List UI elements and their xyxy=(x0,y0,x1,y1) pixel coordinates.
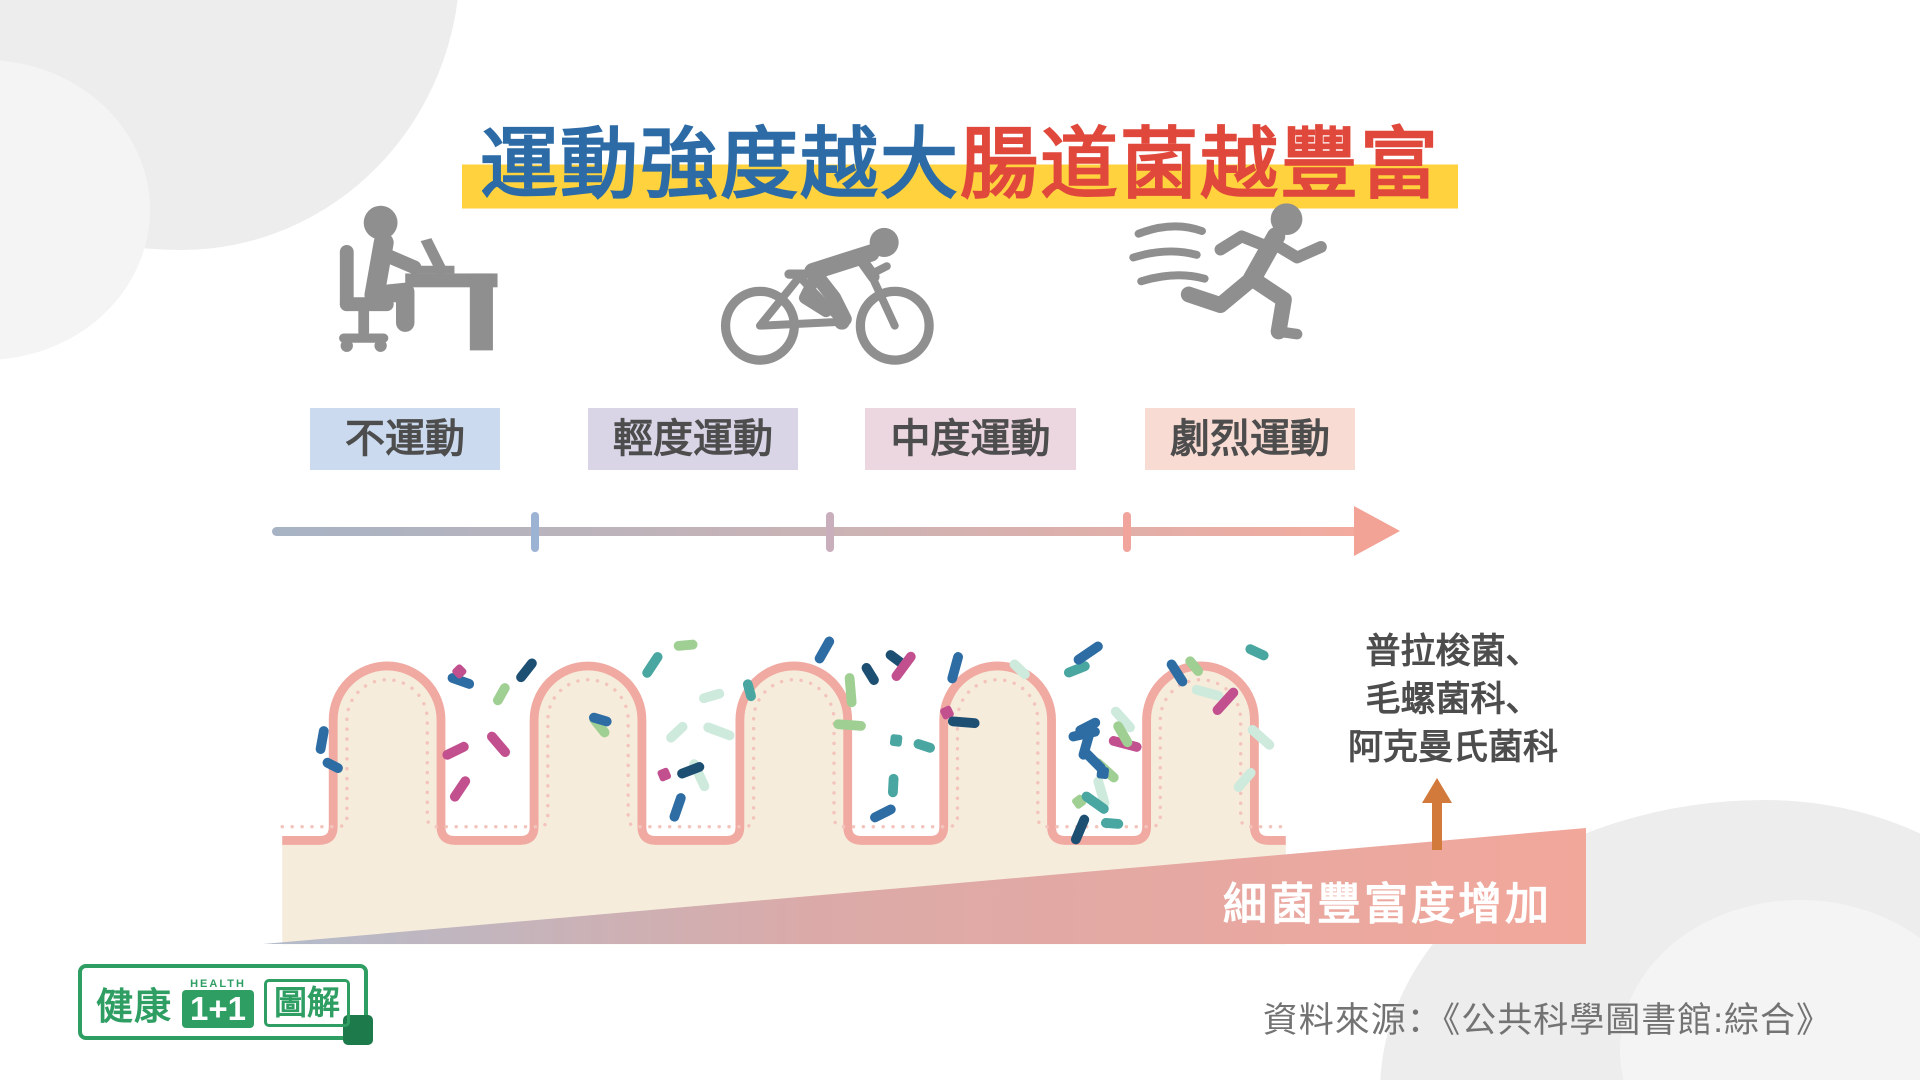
bacterium xyxy=(870,804,896,823)
bacterium xyxy=(666,721,688,743)
bacterium xyxy=(703,722,735,741)
bacterium xyxy=(1247,725,1275,750)
bacterium xyxy=(442,741,469,760)
bacterium xyxy=(315,726,329,755)
bacterium xyxy=(889,734,903,747)
bacterium xyxy=(669,793,686,822)
cyclist-icon xyxy=(712,216,944,373)
bacterium xyxy=(861,663,879,686)
bacterium xyxy=(814,636,835,664)
bacterium xyxy=(1093,776,1110,808)
intensity-axis-arrowhead-icon xyxy=(1354,506,1400,556)
bacterium xyxy=(1233,767,1256,792)
bacteria-species-note: 普拉梭菌、 毛螺菌科、 阿克曼氏菌科 xyxy=(1286,628,1620,772)
bacterium xyxy=(1245,644,1269,661)
bacterium xyxy=(698,688,725,704)
bacterium xyxy=(833,719,866,731)
bacterium xyxy=(452,664,467,679)
page-title: 運動強度越大腸道菌越豐富 xyxy=(0,102,1920,215)
bacterium xyxy=(1166,659,1188,687)
up-arrow-icon xyxy=(1422,778,1452,803)
bacterium xyxy=(492,683,510,706)
runner-icon xyxy=(1128,196,1346,361)
bacterium xyxy=(1063,661,1090,678)
up-arrow-shaft xyxy=(1432,800,1442,850)
title-red-part: 腸道菌越豐富 xyxy=(960,120,1441,209)
bacterium xyxy=(449,776,471,802)
bacterium xyxy=(1212,687,1239,715)
bacterium xyxy=(940,705,954,720)
bacteria-species-line-2: 毛螺菌科、 xyxy=(1365,680,1541,719)
bacterium xyxy=(1185,656,1204,676)
bacterium xyxy=(588,712,612,727)
axis-tick-1 xyxy=(531,512,539,552)
title-blue-part: 運動強度越大 xyxy=(479,120,960,209)
bacterium xyxy=(1110,706,1135,733)
logo-text-jiankang: 健康 xyxy=(96,986,172,1027)
villi-body xyxy=(282,665,1286,945)
bacteria-species-line-3: 阿克曼氏菌科 xyxy=(1347,728,1558,767)
level-label-vigorous-exercise: 劇烈運動 xyxy=(1145,408,1355,470)
source-text: 資料來源：《公共科學圖書館:綜合》 xyxy=(1262,1001,1832,1040)
bacterium xyxy=(447,673,475,689)
bacteria-species-line-1: 普拉梭菌、 xyxy=(1365,632,1541,671)
bacterium xyxy=(742,679,756,702)
bacterium xyxy=(516,658,537,683)
desk-worker-icon xyxy=(316,196,516,379)
bacterium xyxy=(1100,818,1124,829)
intestinal-villi-illustration xyxy=(280,636,1288,945)
bacterium xyxy=(1113,721,1133,748)
level-label-light-exercise: 輕度運動 xyxy=(588,408,798,470)
bacterium xyxy=(1009,659,1030,680)
bacterium xyxy=(673,639,698,651)
bacterium xyxy=(677,762,705,779)
bacterium xyxy=(1191,684,1224,701)
logo-text-health: HEALTH xyxy=(190,977,246,990)
health-1plus1-logo: 健康 HEALTH 1+1 圖解 xyxy=(78,964,373,1045)
title-highlight: 運動強度越大腸道菌越豐富 xyxy=(461,102,1459,215)
bacterium xyxy=(1068,726,1100,742)
bacterium xyxy=(642,652,663,678)
bacterium xyxy=(322,757,343,773)
level-label-no-exercise: 不運動 xyxy=(310,408,500,470)
bacterium xyxy=(891,651,916,681)
axis-tick-3 xyxy=(1123,512,1131,552)
logo-text-tujie: 圖解 xyxy=(263,979,350,1027)
bacterium xyxy=(1070,814,1090,845)
bacterium xyxy=(1081,791,1109,814)
bacterium xyxy=(1073,641,1103,665)
logo-stack: HEALTH 1+1 xyxy=(182,977,254,1028)
bacterium xyxy=(1096,766,1109,779)
bacterium xyxy=(913,739,935,753)
level-label-moderate-exercise: 中度運動 xyxy=(865,408,1076,470)
bacterium xyxy=(947,652,964,684)
bacterium xyxy=(947,716,980,729)
bacterium xyxy=(486,731,511,758)
logo-text-1plus1: 1+1 xyxy=(182,989,254,1028)
bacterium xyxy=(657,767,672,782)
wedge-label: 細菌豐富度增加 xyxy=(1223,880,1552,929)
bacterium xyxy=(844,673,857,708)
bacteria-layer xyxy=(315,636,1275,845)
intensity-axis-line xyxy=(272,527,1358,536)
bacterium xyxy=(887,773,899,798)
axis-tick-2 xyxy=(826,512,834,552)
